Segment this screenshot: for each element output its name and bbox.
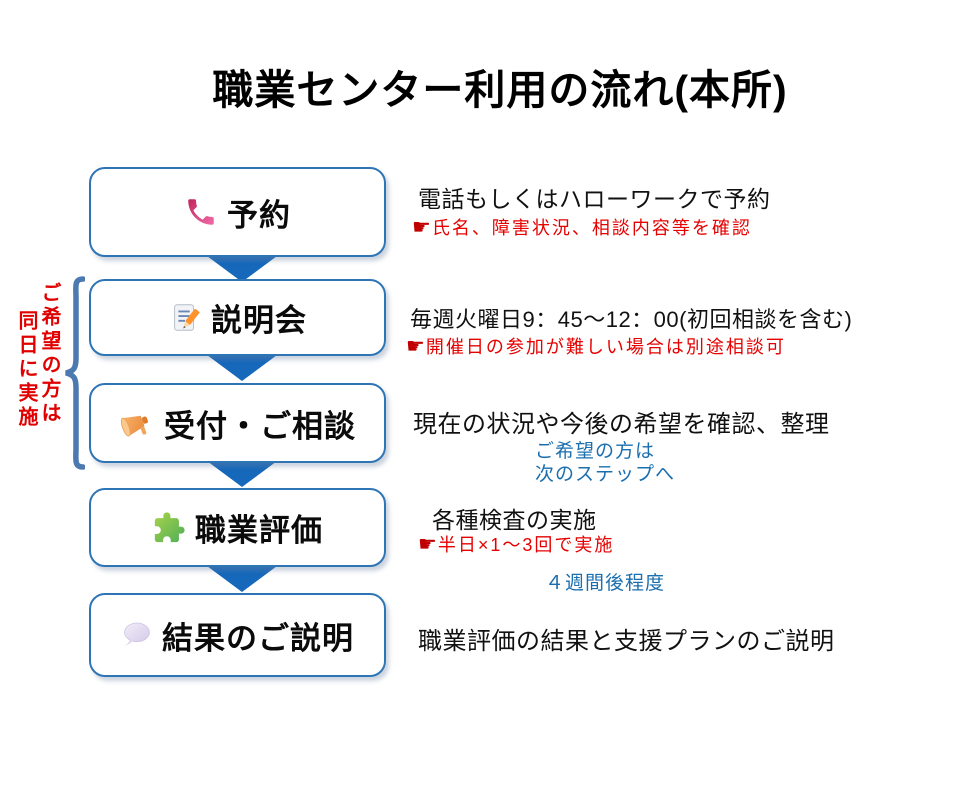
side-annotation-line2: 同日に実施 xyxy=(15,310,37,430)
pointing-hand-icon: ☛ xyxy=(406,335,425,358)
pointing-hand-icon: ☛ xyxy=(418,533,437,556)
flow-step-reservation: 予約 xyxy=(89,167,386,257)
page-title: 職業センター利用の流れ(本所) xyxy=(212,67,788,113)
step-desc-orientation: 毎週火曜日9：45～12：00(初回相談を含む) xyxy=(410,307,853,332)
transition-line2: 次のステップへ xyxy=(535,464,676,485)
step-label-result: 結果のご説明 xyxy=(162,620,354,656)
step-desc-result: 職業評価の結果と支援プランのご説明 xyxy=(418,628,835,655)
transition-note-next-step: ご希望の方は 次のステップへ xyxy=(535,440,675,486)
step-label-reception: 受付・ご相談 xyxy=(164,408,356,444)
step-label-evaluation: 職業評価 xyxy=(195,513,323,548)
transition-note-four-weeks: ４週間後程度 xyxy=(545,573,666,594)
step-note-reservation: ☛氏名、障害状況、相談内容等を確認 xyxy=(412,214,752,240)
step-label-reservation: 予約 xyxy=(227,197,291,233)
flow-step-reception: 受付・ご相談 xyxy=(89,383,386,463)
down-arrow-icon xyxy=(207,461,277,487)
brace-left xyxy=(65,276,85,470)
down-arrow-icon xyxy=(207,566,277,592)
pointing-hand-icon: ☛ xyxy=(412,216,431,239)
step-note-orientation: ☛開催日の参加が難しい場合は別途相談可 xyxy=(406,333,786,359)
step-note-text: 氏名、障害状況、相談内容等を確認 xyxy=(431,218,752,238)
step-desc-reservation: 電話もしくはハローワークで予約 xyxy=(418,186,771,212)
puzzle-icon xyxy=(154,511,185,542)
phone-icon xyxy=(188,199,214,225)
down-arrow-icon xyxy=(207,256,277,282)
memo-pencil-icon xyxy=(174,303,200,331)
speech-bubble-icon xyxy=(124,622,150,646)
down-arrow-icon xyxy=(207,355,277,381)
flow-step-result: 結果のご説明 xyxy=(89,593,386,677)
side-annotation-line1: ご希望の方は xyxy=(38,282,60,426)
transition-line1: ご希望の方は xyxy=(535,441,656,462)
step-note-evaluation: ☛半日×1～3回で実施 xyxy=(418,531,614,557)
step-label-orientation: 説明会 xyxy=(211,303,307,338)
step-note-text: 半日×1～3回で実施 xyxy=(437,535,615,555)
step-desc-evaluation: 各種検査の実施 xyxy=(432,507,597,533)
step-note-text: 開催日の参加が難しい場合は別途相談可 xyxy=(425,337,786,357)
flow-step-orientation: 説明会 xyxy=(89,279,386,356)
flow-step-evaluation: 職業評価 xyxy=(89,488,386,567)
side-annotation-same-day: ご希望の方は 同日に実施 xyxy=(14,282,60,492)
megaphone-icon xyxy=(120,415,148,437)
step-desc-reception: 現在の状況や今後の希望を確認、整理 xyxy=(413,411,830,438)
